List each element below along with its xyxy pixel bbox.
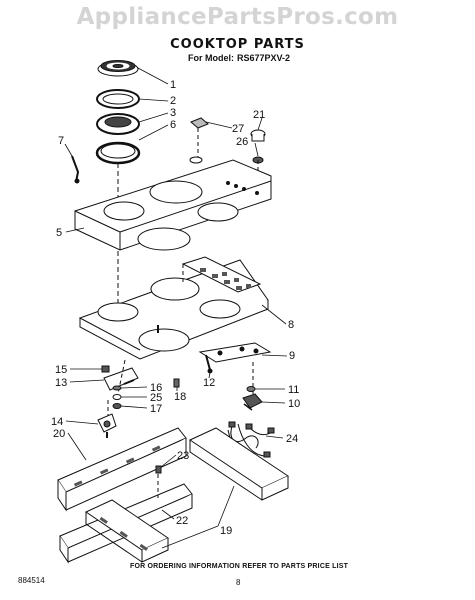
callout-11: 11	[288, 384, 299, 396]
callout-1: 1	[170, 79, 176, 91]
model-line: For Model:RS677PXV-2	[0, 53, 475, 63]
page-title: COOKTOP PARTS	[170, 37, 305, 52]
callout-16: 16	[150, 382, 162, 394]
callout-21: 21	[253, 109, 265, 121]
callout-24: 24	[286, 433, 298, 445]
trim-ring	[96, 113, 140, 135]
inner-burner-box	[78, 256, 269, 360]
clip-part	[71, 155, 80, 184]
callout-12: 12	[203, 377, 215, 389]
watermark: AppliancePartsPros.com	[76, 4, 399, 30]
callout-25: 25	[150, 392, 162, 404]
rail-screw	[155, 465, 162, 498]
callout-19: 19	[220, 525, 232, 537]
rear-rail	[84, 499, 170, 563]
drip-bowl	[96, 89, 140, 109]
callout-7: 7	[58, 135, 64, 147]
left-side-rail	[57, 427, 187, 512]
callout-15: 15	[55, 364, 67, 376]
callout-14: 14	[51, 416, 63, 428]
callout-18: 18	[174, 391, 186, 403]
callout-22: 22	[176, 515, 188, 527]
callout-9: 9	[289, 350, 295, 362]
callout-26: 26	[236, 136, 248, 148]
screw-part	[173, 378, 180, 388]
terminal-bracket	[198, 342, 272, 396]
callout-23: 23	[177, 450, 189, 462]
callout-2: 2	[170, 95, 176, 107]
right-side-rail	[188, 427, 290, 501]
callout-numbers: 1 2 3 6 7 21 27 26 5 8 9 15 13 12 16 18 …	[51, 79, 300, 537]
callout-17: 17	[150, 403, 162, 415]
callout-20: 20	[53, 428, 65, 440]
surface-element	[97, 60, 139, 77]
model-label: For Model:	[187, 53, 234, 63]
control-knob	[250, 129, 266, 142]
callout-3: 3	[170, 107, 176, 119]
callout-13: 13	[55, 377, 67, 389]
grommet-part	[190, 117, 209, 158]
wire-clip	[246, 386, 256, 392]
plug-part	[205, 354, 213, 374]
callout-6: 6	[170, 119, 176, 131]
ordering-note: FOR ORDERING INFORMATION REFER TO PARTS …	[130, 563, 349, 570]
page-number: 8	[236, 578, 241, 587]
left-bracket-assembly	[97, 359, 139, 438]
callout-5: 5	[56, 227, 62, 239]
element-receptacle-ring	[95, 141, 141, 165]
document-number: 884514	[18, 576, 45, 585]
model-number: RS677PXV-2	[236, 53, 291, 63]
callout-10: 10	[288, 398, 300, 410]
callout-8: 8	[288, 319, 294, 331]
leader-lines	[64, 67, 288, 549]
infinite-switch	[242, 393, 263, 411]
callout-27: 27	[232, 123, 244, 135]
main-cooktop-top	[74, 156, 272, 251]
